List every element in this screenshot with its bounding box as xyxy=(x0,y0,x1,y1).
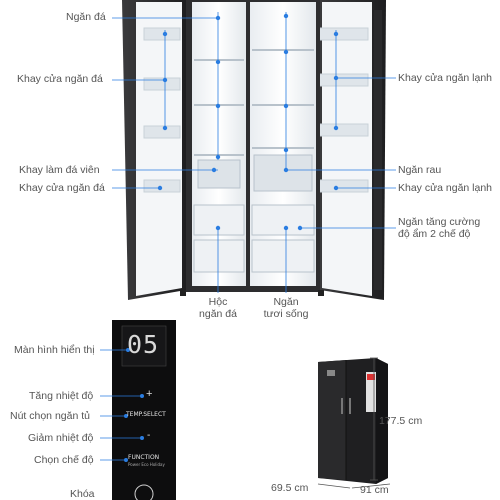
label-fridge-door-tray: Khay cửa ngăn lạnh xyxy=(398,72,493,84)
panel-callout-lines xyxy=(100,349,142,461)
panel-display-digits: 05 xyxy=(127,330,160,359)
fridge-door xyxy=(315,0,386,300)
label-fresh-box: Ngăn tươi sống xyxy=(263,296,309,321)
label-vegetable-drawer: Ngăn rau xyxy=(398,164,442,176)
closed-fridge xyxy=(318,358,388,484)
label-display: Màn hình hiển thị xyxy=(14,344,95,356)
label-freezer-door-tray-2: Khay cửa ngăn đá xyxy=(19,182,105,194)
temp-down-button[interactable]: - xyxy=(147,430,151,441)
label-temp-down: Giảm nhiệt độ xyxy=(28,432,94,444)
label-fridge-door-tray-2: Khay cửa ngăn lạnh xyxy=(398,182,493,194)
label-mode: Chọn chế độ xyxy=(34,454,94,466)
lock-button-ring xyxy=(134,484,154,500)
label-freezer-compartment: Ngăn đá xyxy=(66,11,106,23)
dimension-lines xyxy=(317,357,391,489)
callout-lines xyxy=(112,12,396,293)
callout-dots xyxy=(157,13,339,231)
temp-up-button[interactable]: + xyxy=(146,388,153,400)
label-ice-tray: Khay làm đá viên xyxy=(19,164,100,176)
label-temp-up: Tăng nhiệt độ xyxy=(29,390,94,402)
dimension-width: 91 cm xyxy=(360,484,389,496)
temp-select-button[interactable]: TEMP.SELECT xyxy=(126,411,166,418)
function-button[interactable]: FUNCTION xyxy=(128,454,160,461)
dimension-height: 177.5 cm xyxy=(379,415,423,427)
dimension-depth: 69.5 cm xyxy=(271,482,309,494)
panel-callout-dots xyxy=(124,348,144,462)
label-humidity-drawer: Ngăn tăng cường độ ẩm 2 chế độ xyxy=(398,216,481,241)
label-lock: Khóa xyxy=(70,488,95,500)
label-select-button: Nút chọn ngăn tủ xyxy=(10,410,90,422)
function-submodes: Power Eco Holiday xyxy=(128,462,165,467)
freezer-door xyxy=(122,0,186,300)
label-freezer-box: Hộc ngăn đá xyxy=(199,296,237,321)
label-freezer-door-tray: Khay cửa ngăn đá xyxy=(17,73,103,85)
fridge-cabinet xyxy=(180,0,324,296)
